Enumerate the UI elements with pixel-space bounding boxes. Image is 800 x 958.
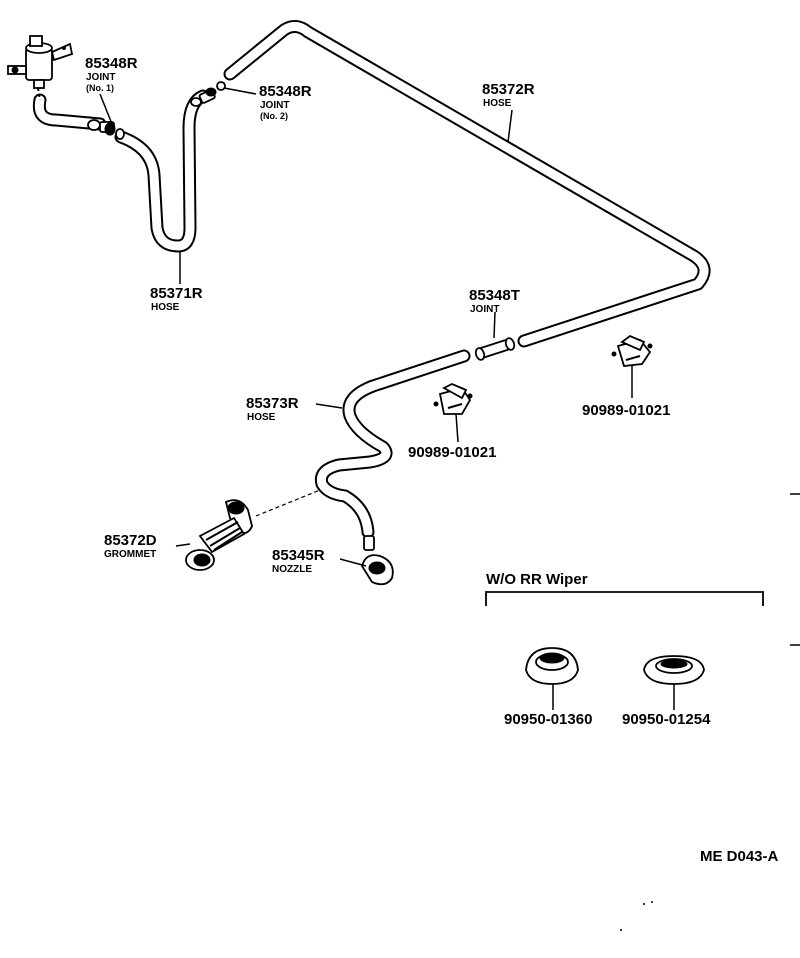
label-plug-left-part-no: 90950-01360 [504,711,592,728]
joint-85348t-drawing [474,337,516,361]
label-joint-85348t-part-no: 85348T [469,287,520,304]
plug-90950-01254-drawing [643,655,705,685]
label-joint-no1-desc: JOINT [86,72,115,83]
variant-heading: W/O RR Wiper [486,571,588,588]
label-plug-right-part-no: 90950-01254 [622,711,711,728]
label-hose-85372r-desc: HOSE [483,98,512,109]
label-hose-85371r-desc: HOSE [151,302,180,313]
label-clamp-center-part-no: 90989-01021 [408,444,496,461]
hose-85371r-drawing [114,89,210,253]
clamp-right-drawing [611,334,653,367]
clamp-center-drawing [433,383,473,415]
variant-bracket [485,591,764,606]
hose-85372r-drawing [223,20,711,348]
washer-pump-drawing [7,35,74,89]
leader-lines [99,87,675,710]
grommet-drawing [185,499,253,571]
joint-no2-drawing [190,81,226,107]
label-grommet-desc: GROMMET [104,549,156,560]
label-grommet-part-no: 85372D [104,532,157,549]
joint-no1-drawing [87,119,125,140]
nozzle-drawing [361,535,394,586]
label-joint-no2-sub: (No. 2) [260,111,288,121]
label-clamp-right-part-no: 90989-01021 [582,402,670,419]
label-joint-85348t-desc: JOINT [470,304,499,315]
label-hose-85373r-part-no: 85373R [246,395,299,412]
label-nozzle-desc: NOZZLE [272,564,312,575]
scan-specks [620,901,653,931]
label-joint-no1-part-no: 85348R [85,55,138,72]
label-joint-no2-desc: JOINT [260,100,289,111]
label-joint-no1-sub: (No. 1) [86,83,114,93]
label-hose-85371r-part-no: 85371R [150,285,203,302]
hose-85373r-drawing [314,349,471,539]
figure-code: ME D043-A [700,848,779,865]
label-nozzle-part-no: 85345R [272,547,325,564]
label-hose-85373r-desc: HOSE [247,412,276,423]
label-joint-no2-part-no: 85348R [259,83,312,100]
label-hose-85372r-part-no: 85372R [482,81,535,98]
pump-outlet-hose-drawing [32,93,107,131]
plug-90950-01360-drawing [525,647,579,685]
